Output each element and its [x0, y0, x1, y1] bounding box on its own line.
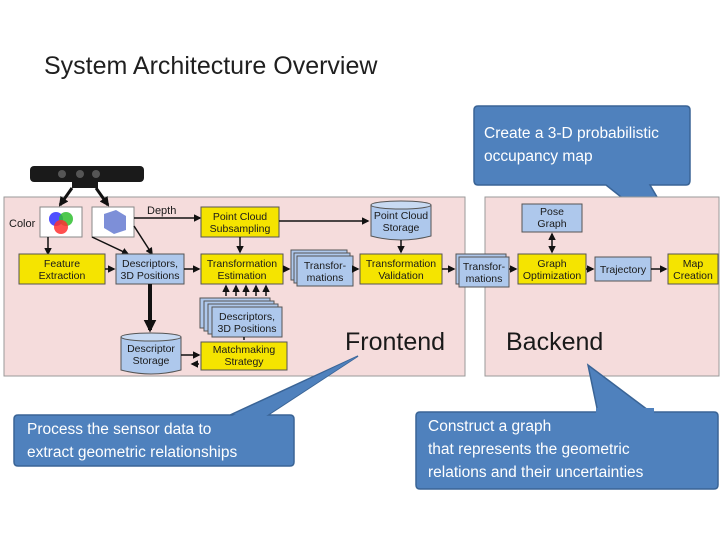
- svg-text:3D Positions: 3D Positions: [121, 270, 180, 282]
- node-pc-storage: Point Cloud Storage: [370, 200, 432, 241]
- svg-text:Graph: Graph: [537, 218, 566, 230]
- backend-label: Backend: [506, 328, 603, 356]
- node-trans-estimation: Transformation Estimation: [200, 253, 284, 285]
- node-descriptor-storage: Descriptor Storage: [120, 332, 182, 375]
- svg-text:Matchmaking: Matchmaking: [213, 344, 276, 356]
- node-trajectory: Trajectory: [594, 256, 652, 282]
- svg-text:Trajectory: Trajectory: [600, 264, 647, 276]
- svg-text:Descriptor: Descriptor: [127, 343, 175, 355]
- svg-text:Pose: Pose: [540, 206, 564, 218]
- callout-right-line-3: relations and their uncertainties: [428, 464, 644, 481]
- svg-text:Subsampling: Subsampling: [210, 223, 271, 235]
- svg-text:Transformation: Transformation: [366, 258, 436, 270]
- svg-text:Descriptors,: Descriptors,: [122, 258, 178, 270]
- page-title: System Architecture Overview: [44, 52, 378, 80]
- callout-left-text: Process the sensor data to extract geome…: [27, 418, 237, 464]
- svg-text:Transformation: Transformation: [207, 258, 277, 270]
- frontend-label: Frontend: [345, 328, 445, 356]
- node-feature-extraction: Feature Extraction: [18, 253, 106, 285]
- svg-text:3D Positions: 3D Positions: [218, 323, 277, 335]
- node-transformations-a: Transfor- mations: [290, 249, 354, 287]
- svg-text:Map: Map: [683, 258, 704, 270]
- node-transformations-b: Transfor- mations: [455, 253, 510, 288]
- svg-text:Point Cloud: Point Cloud: [213, 211, 267, 223]
- svg-text:Optimization: Optimization: [523, 270, 582, 282]
- callout-right-line-2: that represents the geometric: [428, 441, 630, 458]
- svg-text:mations: mations: [466, 273, 503, 285]
- callout-right-text: Construct a graph that represents the ge…: [428, 415, 643, 484]
- svg-text:Transfor-: Transfor-: [463, 261, 506, 273]
- depth-image-icon: [91, 206, 135, 238]
- node-map-creation: Map Creation: [667, 253, 719, 285]
- color-label: Color: [9, 218, 36, 230]
- callout-left: [13, 355, 359, 467]
- callout-right: [415, 363, 719, 490]
- callout-top-line-2: occupancy map: [484, 148, 593, 165]
- svg-text:Strategy: Strategy: [224, 356, 264, 368]
- svg-text:Creation: Creation: [673, 270, 713, 282]
- callout-top-text: Create a 3-D probabilistic occupancy map: [484, 122, 659, 168]
- node-descriptors-3d: Descriptors, 3D Positions: [115, 253, 185, 285]
- node-descriptors-stack: Descriptors, 3D Positions: [199, 297, 283, 338]
- node-pc-subsampling: Point Cloud Subsampling: [200, 206, 280, 238]
- svg-text:Feature: Feature: [44, 258, 80, 270]
- kinect-sensor-icon: [30, 166, 144, 188]
- callout-left-line-1: Process the sensor data to: [27, 421, 212, 438]
- svg-text:Point Cloud: Point Cloud: [374, 210, 428, 222]
- svg-text:Validation: Validation: [378, 270, 423, 282]
- callout-top-line-1: Create a 3-D probabilistic: [484, 125, 659, 142]
- svg-text:Estimation: Estimation: [217, 270, 266, 282]
- svg-text:Descriptors,: Descriptors,: [219, 311, 275, 323]
- svg-text:mations: mations: [307, 272, 344, 284]
- node-trans-validation: Transformation Validation: [359, 253, 443, 285]
- depth-label: Depth: [147, 205, 176, 217]
- callout-left-line-2: extract geometric relationships: [27, 444, 238, 461]
- node-graph-optimization: Graph Optimization: [517, 253, 587, 285]
- svg-text:Extraction: Extraction: [39, 270, 86, 282]
- node-pose-graph: Pose Graph: [521, 203, 583, 233]
- color-image-icon: [39, 206, 83, 238]
- svg-text:Storage: Storage: [133, 355, 170, 367]
- callout-right-line-1: Construct a graph: [428, 418, 552, 435]
- svg-text:Storage: Storage: [383, 222, 420, 234]
- node-matchmaking: Matchmaking Strategy: [200, 341, 288, 371]
- svg-text:Graph: Graph: [537, 258, 566, 270]
- svg-text:Transfor-: Transfor-: [304, 260, 347, 272]
